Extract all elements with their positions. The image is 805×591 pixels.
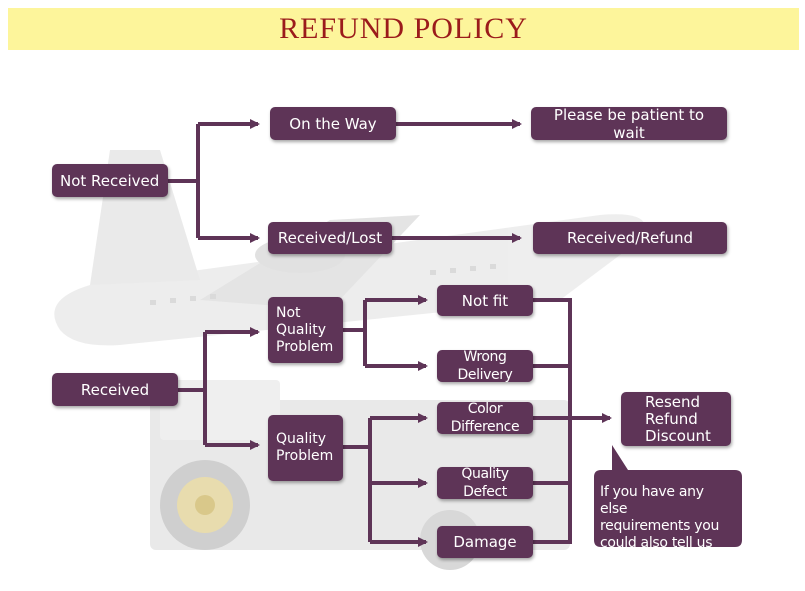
node-on-the-way: On the Way: [270, 107, 396, 140]
node-not-quality-problem: Not Quality Problem: [268, 297, 343, 363]
node-damage: Damage: [437, 526, 533, 558]
node-quality-problem: Quality Problem: [268, 415, 343, 481]
node-not-fit: Not fit: [437, 285, 533, 316]
node-not-received: Not Received: [52, 164, 168, 197]
node-outcome: Resend Refund Discount: [621, 392, 731, 446]
collector-right: [533, 298, 572, 544]
connector-received: [178, 332, 207, 445]
title-banner: REFUND POLICY: [8, 8, 799, 50]
callout-text: If you have any else requirements you co…: [600, 484, 720, 551]
node-wrong-delivery: Wrong Delivery: [437, 349, 533, 383]
node-received: Received: [52, 373, 178, 406]
node-quality-defect: Quality Defect: [437, 466, 533, 500]
connector-quality: [343, 418, 372, 542]
connector-not-quality: [343, 300, 367, 366]
page-title: REFUND POLICY: [279, 12, 528, 45]
node-color-difference: Color Difference: [437, 401, 533, 435]
connector-not-received: [168, 124, 200, 238]
node-patient-wait: Please be patient to wait: [531, 106, 727, 142]
node-received-lost: Received/Lost: [268, 222, 392, 254]
callout-bubble: [594, 445, 742, 547]
node-received-refund: Received/Refund: [533, 222, 727, 254]
